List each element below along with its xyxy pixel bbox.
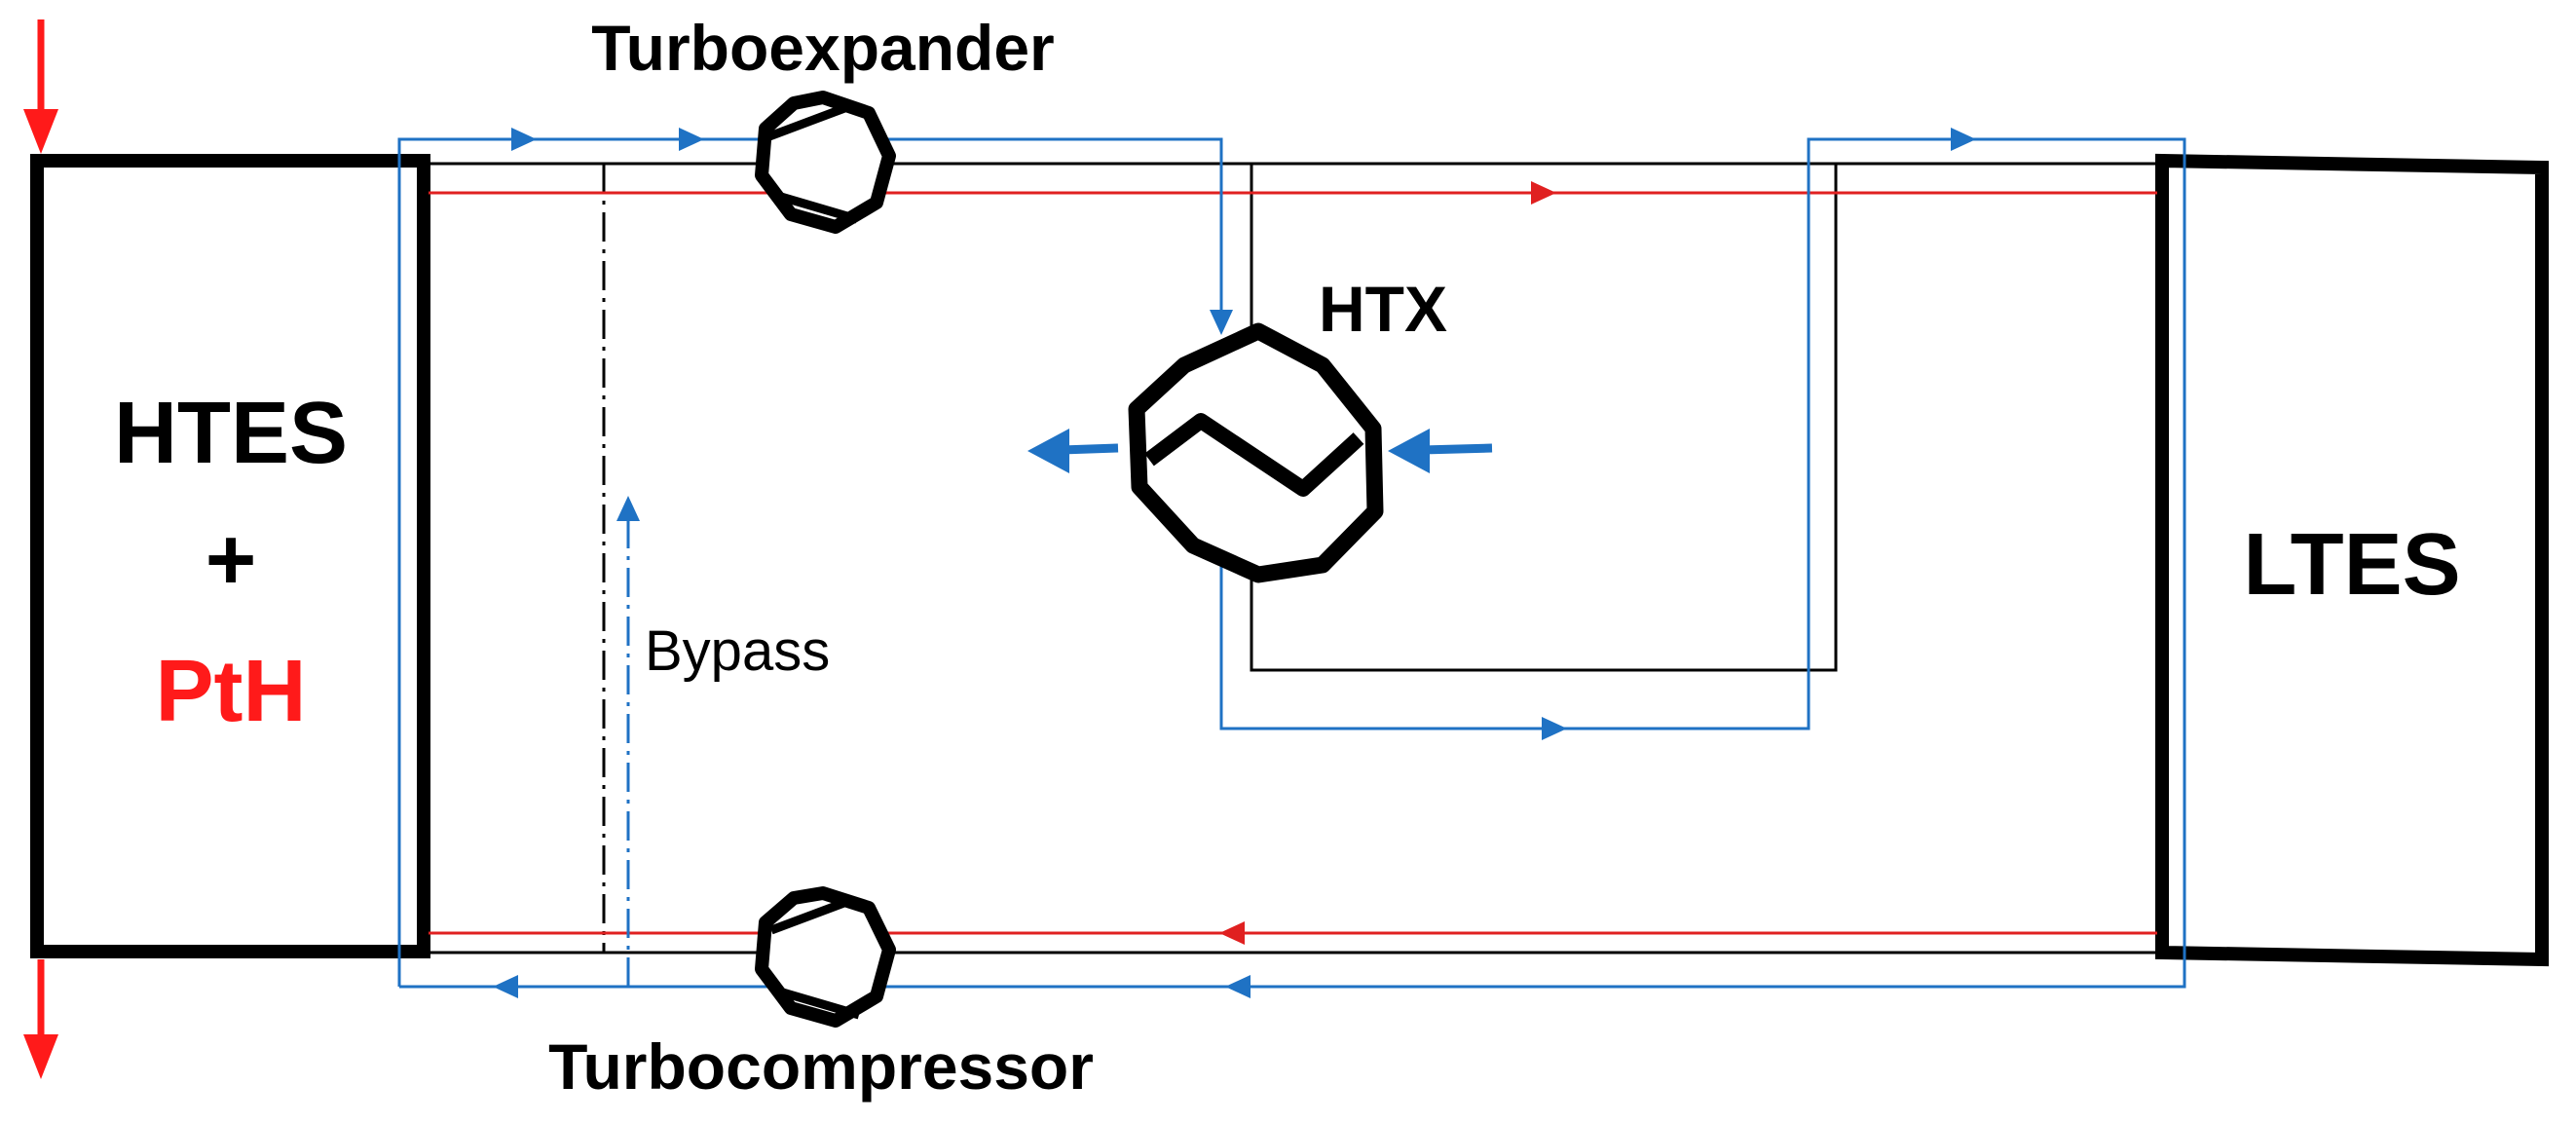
heat-in-arrow-shaft [1421, 443, 1493, 455]
turboexpander-icon [755, 91, 896, 234]
plus-label: + [205, 511, 257, 609]
htes-tank [30, 154, 430, 958]
heat-out-arrow-head [1027, 429, 1069, 473]
turboexpander-label: Turboexpander [591, 12, 1055, 84]
cold-flow-arrows [493, 128, 1976, 998]
heat-out-arrow-shaft [1061, 443, 1119, 455]
heat-exchanger-icon [1128, 322, 1384, 583]
ltes-tank [2155, 153, 2549, 967]
power-in-arrow [23, 19, 58, 154]
bypass-arrow [616, 496, 640, 521]
bypass-label: Bypass [645, 619, 830, 683]
htx-inlet-arrow [1210, 310, 1233, 335]
turbocompressor-label: Turbocompressor [548, 1030, 1094, 1103]
turbocompressor-icon [755, 886, 896, 1028]
pth-label: PtH [156, 643, 307, 740]
htes-label: HTES [114, 385, 348, 482]
cold-arrow-1 [511, 128, 537, 151]
hot-flow-arrow-top [1531, 181, 1556, 205]
cold-arrow-3 [1951, 128, 1976, 151]
htx-label: HTX [1319, 273, 1447, 345]
cold-arrow-5 [1225, 975, 1251, 998]
hot-flow-arrow-bottom [1219, 921, 1245, 945]
cold-arrow-2 [679, 128, 704, 151]
hot-lines [429, 191, 2157, 935]
ltes-label: LTES [2243, 516, 2460, 614]
cold-arrow-6 [493, 975, 518, 998]
cold-arrow-4 [1542, 717, 1567, 740]
power-out-arrow [23, 959, 58, 1079]
heat-in-arrow-head [1388, 429, 1430, 473]
